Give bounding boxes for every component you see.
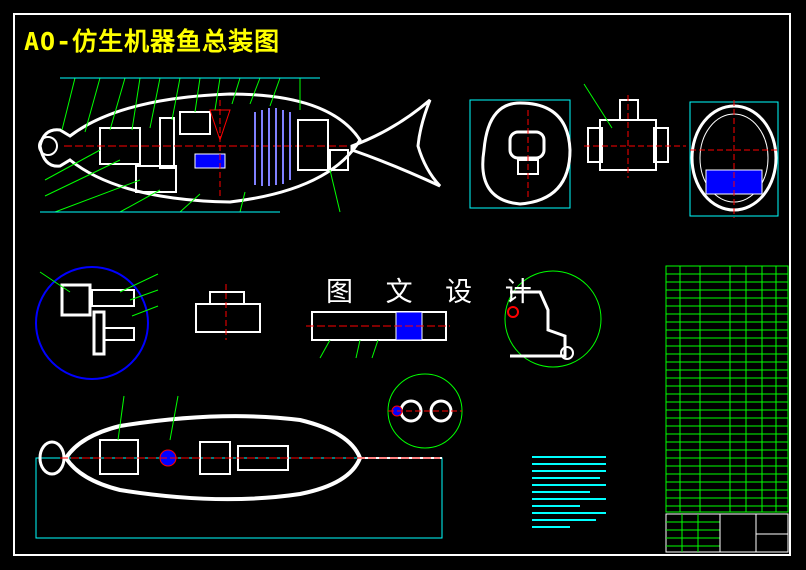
watermark-text: 图 文 设 计	[326, 277, 544, 308]
detail-view-a	[35, 266, 159, 380]
parts-list-table	[665, 265, 789, 513]
technical-notes	[532, 456, 606, 528]
bottom-top-view	[35, 395, 443, 539]
drawing-title: AO-仿生机器鱼总装图	[24, 27, 281, 56]
detail-view-b	[504, 270, 602, 368]
gear-part-view	[195, 284, 261, 340]
section-end-view	[689, 100, 780, 218]
detail-view-c	[387, 373, 463, 449]
front-end-view	[469, 99, 572, 209]
main-side-view	[38, 77, 442, 213]
title-block	[665, 513, 789, 553]
drawing-border	[13, 13, 791, 556]
shaft-part-view	[306, 311, 450, 359]
mechanism-end-view	[583, 83, 686, 178]
